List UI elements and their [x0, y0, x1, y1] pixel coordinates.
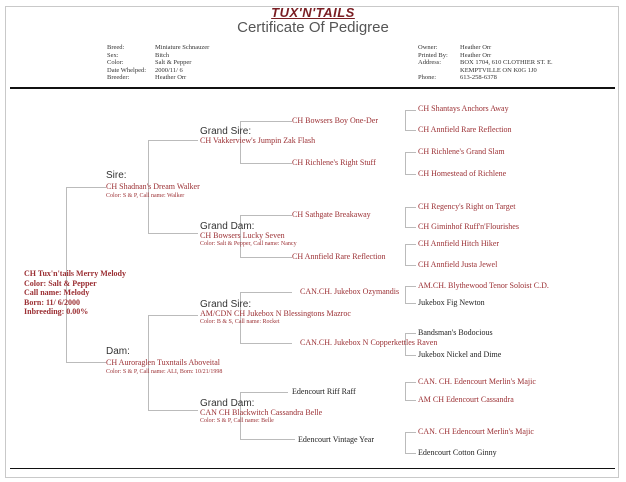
info-row-sex: Sex:Bitch — [107, 51, 170, 59]
dam-details: Color: S & P, Call name: ALI, Born: 10/2… — [106, 369, 223, 375]
sire-grand-dam-label: Grand Dam: — [200, 221, 255, 232]
gg-dam-sire: CH Sathgate Breakaway — [292, 210, 371, 219]
dam-grand-sire-label: Grand Sire: — [200, 299, 252, 310]
dgg-sire-dam: CAN.CH. Jukebox N Copperkettles Raven — [300, 338, 438, 347]
subject-name: CH Tux'n'tails Merry Melody — [24, 269, 126, 278]
dam-grand-dam-label: Grand Dam: — [200, 398, 255, 409]
dggg-1: AM.CH. Blythewood Tenor Soloist C.D. — [418, 281, 549, 290]
info-row-whelped: Date Whelped:2000/11/ 6 — [107, 66, 183, 74]
dam-name: CH Auroraglen Tuxntails Aboveital — [106, 358, 220, 367]
info-row-breeder: Breeder:Heather Orr — [107, 74, 187, 82]
certificate-title: Certificate Of Pedigree — [237, 19, 389, 36]
subject-color: Color: Salt & Pepper — [24, 278, 97, 288]
dam-grand-dam-details: Color: S & P, Call name: Belle — [200, 418, 274, 424]
page-frame — [5, 6, 619, 478]
dog-info: Breed:Miniature Schnauzer Sex:Bitch Colo… — [107, 44, 209, 82]
subject-born: Born: 11/ 6/2000 — [24, 297, 81, 307]
info-row-address-2: KEMPTVILLE ON K0G 1J0 — [460, 66, 537, 74]
dggg-6: AM CH Edencourt Cassandra — [418, 395, 514, 404]
gg-dam-dam: CH Annfield Rare Reflection — [292, 252, 386, 261]
dgg-sire-sire: CAN.CH. Jukebox Ozymandis — [300, 287, 400, 296]
dam-grand-dam-name: CAN CH Blackwitch Cassandra Belle — [200, 408, 323, 417]
ggg-1: CH Shantays Anchors Away — [418, 104, 509, 113]
kennel-title: TUX'N'TAILS — [271, 5, 355, 20]
sire-grand-sire-label: Grand Sire: — [200, 126, 252, 137]
info-row-printed-by: Printed By:Heather Orr — [418, 51, 492, 59]
dggg-7: CAN. CH Edencourt Merlin's Majic — [418, 427, 534, 436]
subject-dog: CH Tux'n'tails Merry Melody Color: Salt … — [24, 269, 126, 317]
info-row-owner: Owner:Heather Orr — [418, 44, 492, 51]
ggg-5: CH Regency's Right on Target — [418, 202, 516, 211]
dggg-2: Jukebox Fig Newton — [418, 298, 485, 307]
dam-grand-sire-name: AM/CDN CH Jukebox N Blessingtons Mazroc — [200, 309, 351, 318]
sire-label: Sire: — [106, 170, 127, 181]
ggg-2: CH Annfield Rare Reflection — [418, 125, 512, 134]
gg-sire-sire: CH Bowsers Boy One-Der — [292, 116, 378, 125]
info-row-phone: Phone:613-258-6378 — [418, 74, 497, 82]
dgg-dam-dam: Edencourt Vintage Year — [298, 435, 375, 444]
gg-sire-dam: CH Richlene's Right Stuff — [292, 158, 376, 167]
sire-grand-dam-details: Color: Salt & Pepper, Call name: Nancy — [200, 241, 297, 247]
dggg-8: Edencourt Cotton Ginny — [418, 448, 497, 457]
ggg-7: CH Annfield Hitch Hiker — [418, 239, 500, 248]
owner-info: Owner:Heather Orr Printed By:Heather Orr… — [418, 44, 553, 82]
subject-inbreeding: Inbreeding: 0.00% — [24, 307, 89, 317]
dggg-4: Jukebox Nickel and Dime — [418, 350, 502, 359]
info-row-address: Address:BOX 1704, 610 CLOTHIER ST. E. — [418, 59, 553, 67]
dggg-5: CAN. CH. Edencourt Merlin's Majic — [418, 377, 536, 386]
info-row-color: Color:Salt & Pepper — [107, 59, 192, 67]
dggg-3: Bandsman's Bodocious — [418, 328, 493, 337]
info-row-breed: Breed:Miniature Schnauzer — [107, 44, 210, 51]
header-divider — [10, 87, 615, 89]
ggg-3: CH Richlene's Grand Slam — [418, 147, 505, 156]
subject-call-name: Call name: Melody — [24, 288, 90, 298]
dam-grand-sire-details: Color: B & S, Call name: Rocket — [200, 319, 280, 325]
dgg-dam-sire: Edencourt Riff Raff — [292, 387, 356, 396]
ggg-8: CH Annfield Justa Jewel — [418, 260, 498, 269]
ggg-4: CH Homestead of Richlene — [418, 169, 507, 178]
sire-grand-dam-name: CH Bowsers Lucky Seven — [200, 231, 285, 240]
sire-details: Color: S & P, Call name: Walker — [106, 193, 185, 199]
ggg-6: CH Giminhof Ruff'n'Flourishes — [418, 222, 519, 231]
footer-divider — [10, 468, 615, 469]
sire-grand-sire-name: CH Vakkerview's Jumpin Zak Flash — [200, 136, 316, 145]
sire-name: CH Shadnan's Dream Walker — [106, 182, 200, 191]
dam-label: Dam: — [106, 346, 130, 357]
